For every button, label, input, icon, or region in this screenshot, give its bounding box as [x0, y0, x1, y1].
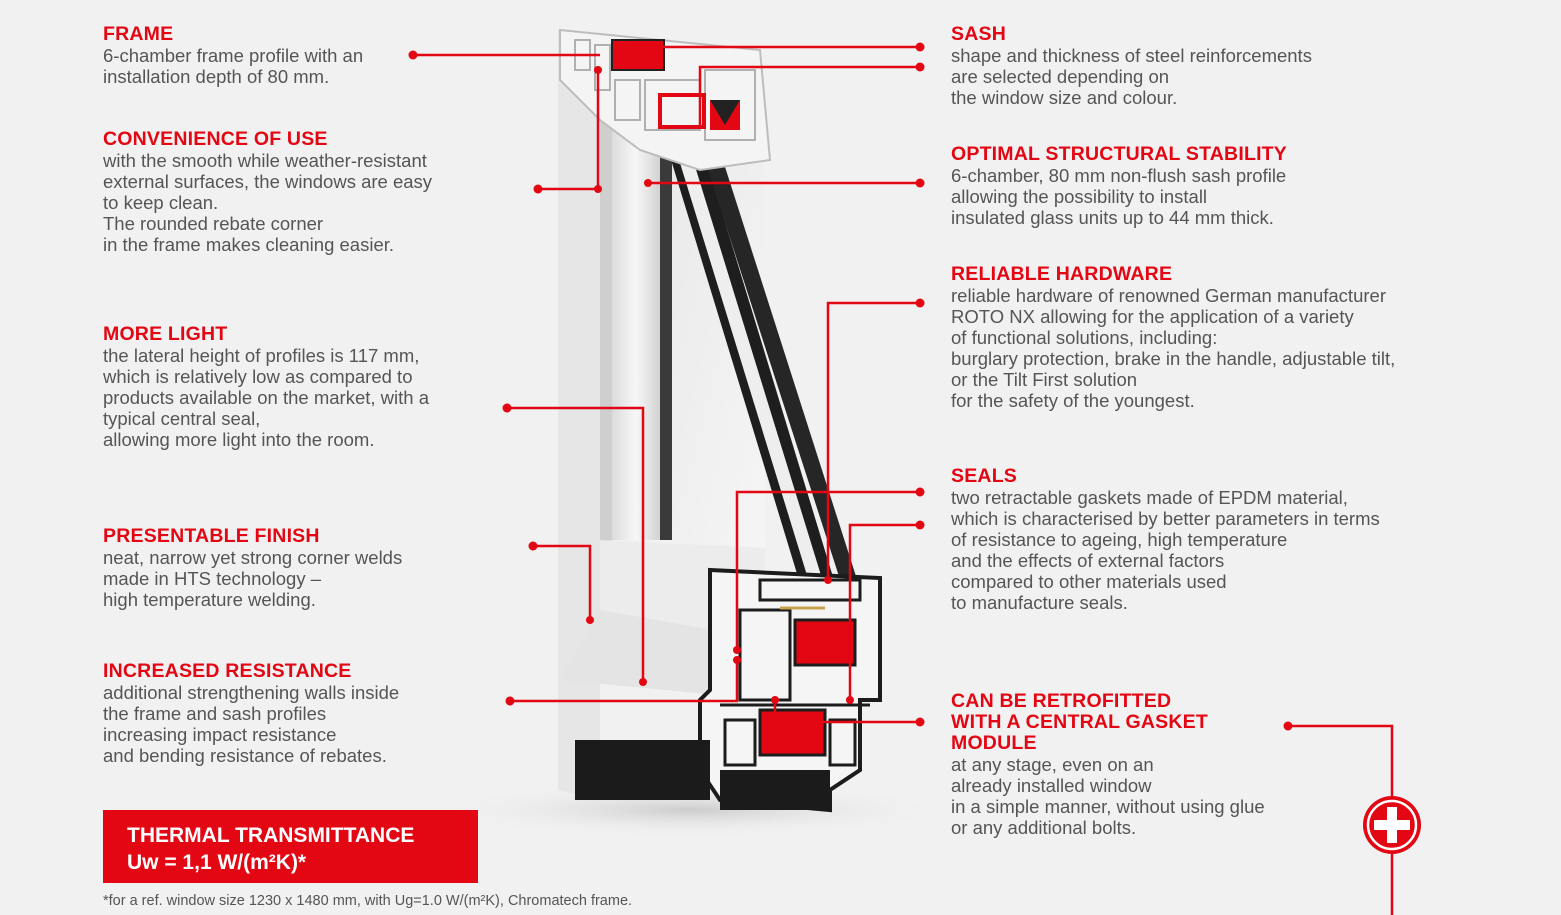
feature-title: OPTIMAL STRUCTURAL STABILITY [951, 143, 1288, 165]
feature-increased-resistance: INCREASED RESISTANCE additional strength… [103, 660, 400, 767]
feature-frame: FRAME 6-chamber frame profile with an in… [103, 23, 364, 88]
feature-structural-stability: OPTIMAL STRUCTURAL STABILITY 6-chamber, … [951, 143, 1288, 229]
feature-title: RELIABLE HARDWARE [951, 263, 1173, 285]
feature-sash: SASH shape and thickness of steel reinfo… [951, 23, 1312, 109]
feature-title: FRAME [103, 23, 174, 45]
feature-description: shape and thickness of steel reinforceme… [951, 45, 1312, 108]
feature-description: the lateral height of profiles is 117 mm… [103, 345, 429, 450]
feature-description: two retractable gaskets made of EPDM mat… [951, 487, 1380, 613]
feature-description: 6-chamber frame profile with an installa… [103, 45, 364, 87]
feature-title: SEALS [951, 465, 1018, 487]
feature-reliable-hardware: RELIABLE HARDWARE reliable hardware of r… [951, 263, 1396, 412]
feature-description: 6-chamber, 80 mm non-flush sash profile … [951, 165, 1287, 228]
feature-description: neat, narrow yet strong corner welds mad… [103, 547, 403, 610]
feature-title: SASH [951, 23, 1006, 45]
feature-convenience: CONVENIENCE OF USE with the smooth while… [103, 128, 433, 256]
thermal-transmittance-box: THERMAL TRANSMITTANCE Uw = 1,1 W/(m²K)* [103, 810, 478, 883]
feature-retrofit: CAN BE RETROFITTED WITH A CENTRAL GASKET… [951, 690, 1265, 839]
footnote: *for a ref. window size 1230 x 1480 mm, … [103, 893, 633, 909]
feature-description: with the smooth while weather-resistant … [103, 150, 433, 255]
thermal-title: THERMAL TRANSMITTANCE [127, 824, 415, 847]
feature-description: at any stage, even on an already install… [951, 754, 1265, 838]
feature-description: reliable hardware of renowned German man… [951, 285, 1396, 411]
feature-title: INCREASED RESISTANCE [103, 660, 352, 682]
feature-description: additional strengthening walls inside th… [103, 682, 400, 766]
feature-title: CAN BE RETROFITTED WITH A CENTRAL GASKET… [951, 690, 1208, 754]
feature-title: MORE LIGHT [103, 323, 228, 345]
feature-more-light: MORE LIGHT the lateral height of profile… [103, 323, 429, 451]
feature-presentable-finish: PRESENTABLE FINISH neat, narrow yet stro… [103, 525, 403, 611]
feature-title: CONVENIENCE OF USE [103, 128, 328, 150]
thermal-value: Uw = 1,1 W/(m²K)* [127, 851, 307, 874]
feature-title: PRESENTABLE FINISH [103, 525, 320, 547]
feature-seals: SEALS two retractable gaskets made of EP… [951, 465, 1380, 614]
plus-circle-icon[interactable] [1361, 794, 1423, 856]
